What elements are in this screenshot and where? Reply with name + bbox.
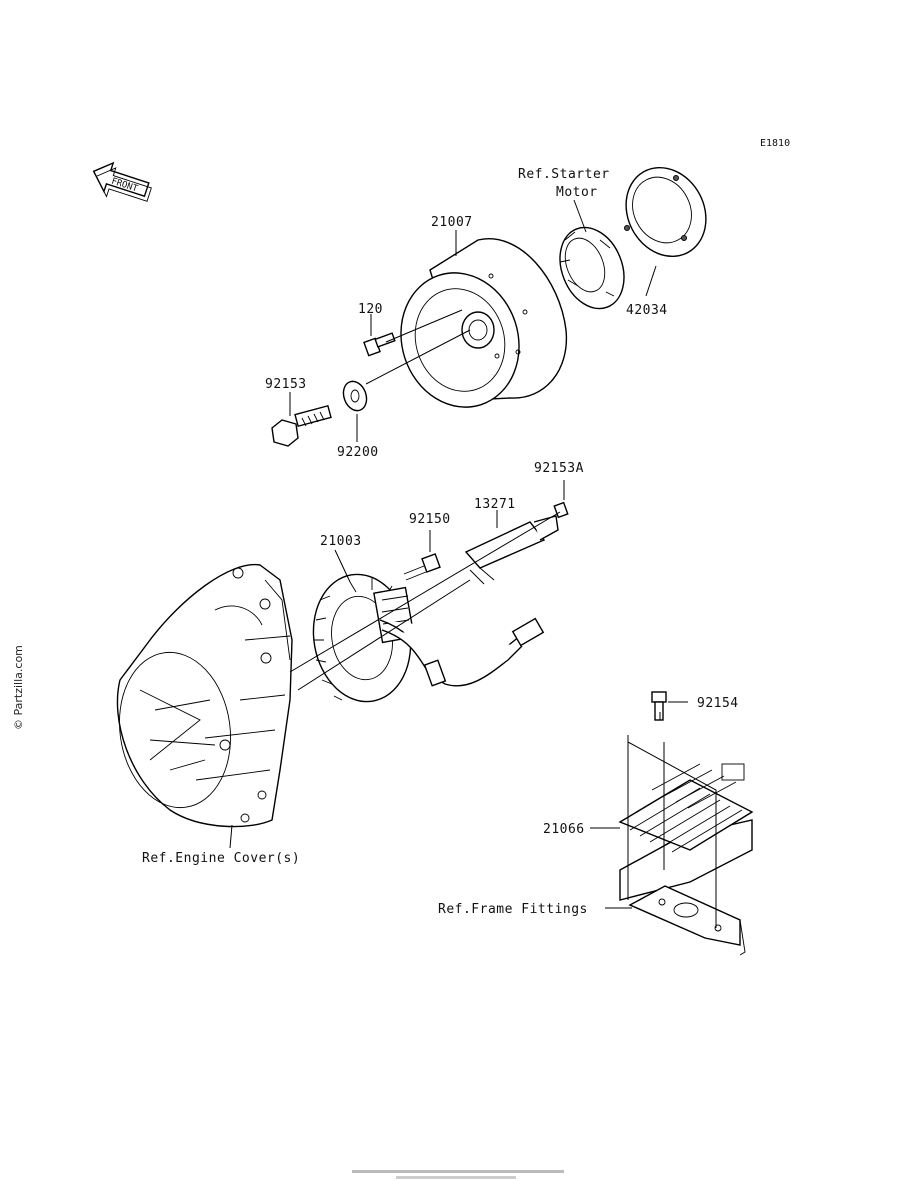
diagram-code: E1810 — [760, 138, 790, 149]
label-21066: 21066 — [543, 822, 585, 837]
engine-cover — [116, 563, 293, 828]
bolt-92150 — [403, 553, 441, 581]
label-92200: 92200 — [337, 445, 379, 460]
pickup-coil — [464, 515, 559, 585]
label-92154: 92154 — [697, 696, 739, 711]
watermark: © Partzilla.com — [12, 645, 25, 730]
starter-clutch — [559, 226, 625, 310]
label-21007: 21007 — [431, 215, 473, 230]
footer-fine-print-2 — [396, 1176, 516, 1179]
label-120: 120 — [358, 302, 383, 317]
starter-gear-ring — [624, 166, 707, 258]
label-13271: 13271 — [474, 497, 516, 512]
label-ref-starter-line1: Ref.Starter — [518, 167, 610, 182]
flywheel-rotor — [400, 238, 568, 408]
bolt-92153 — [271, 404, 332, 447]
bolt-92154 — [651, 691, 667, 721]
bolt-120 — [363, 332, 396, 357]
label-21003: 21003 — [320, 534, 362, 549]
footer-fine-print — [352, 1170, 564, 1173]
label-92153A: 92153A — [534, 461, 584, 476]
regulator-rectifier — [618, 763, 754, 901]
washer-92200 — [342, 380, 368, 412]
bolt-92153A — [553, 501, 569, 519]
label-ref-starter-line2: Motor — [556, 185, 598, 200]
label-92153: 92153 — [265, 377, 307, 392]
label-42034: 42034 — [626, 303, 668, 318]
label-ref-engine-cover: Ref.Engine Cover(s) — [142, 851, 300, 866]
front-arrow-icon: FRONT — [92, 161, 152, 202]
label-92150: 92150 — [409, 512, 451, 527]
frame-bracket — [628, 885, 746, 956]
stator-wire-harness — [379, 617, 545, 687]
label-ref-frame-fittings: Ref.Frame Fittings — [438, 902, 588, 917]
